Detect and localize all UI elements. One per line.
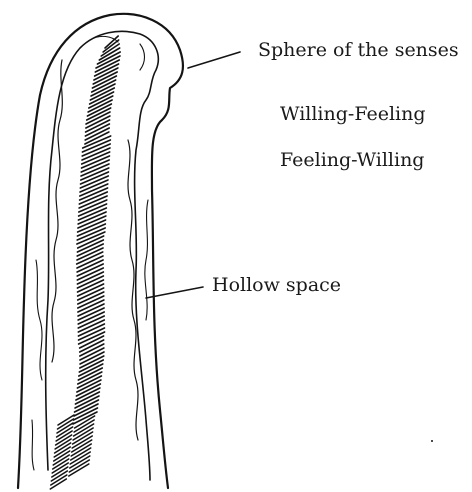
label-willing-feeling: Willing-Feeling [280,103,426,125]
sphere-leader-line [188,52,240,68]
right-wavy-contour-2 [145,200,148,320]
label-hollow-space: Hollow space [212,274,341,296]
outer-sheath-outline [18,14,183,488]
left-wavy-contour-3 [32,420,34,470]
stray-dot [431,440,433,442]
label-sphere-of-senses: Sphere of the senses [258,39,459,61]
label-feeling-willing: Feeling-Willing [280,149,424,171]
hatched-inner-figure [50,36,120,489]
left-wavy-contour-2 [36,260,42,380]
